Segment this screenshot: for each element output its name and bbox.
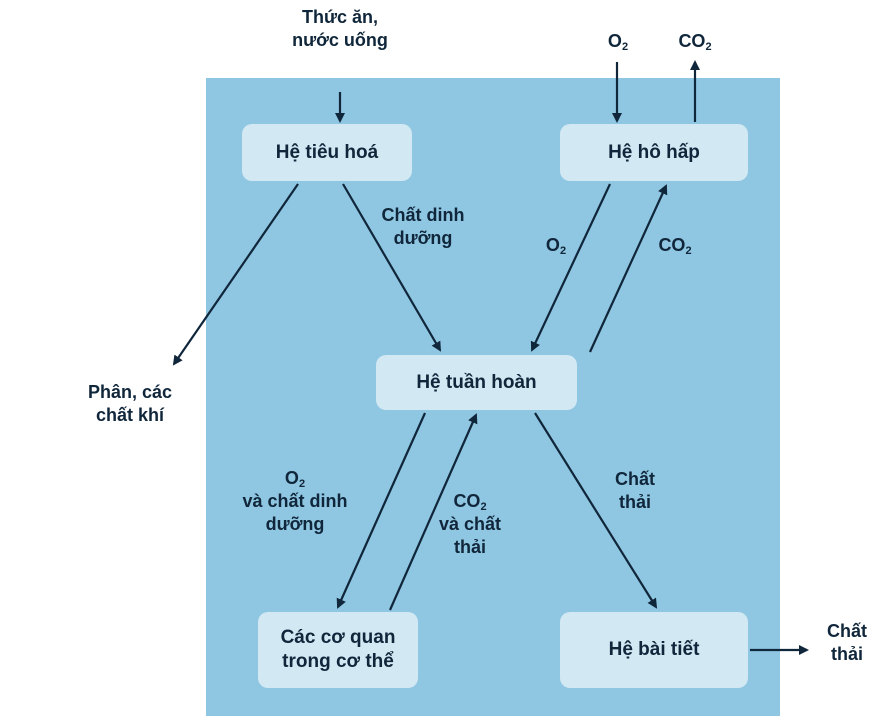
label-line: Phân, các <box>87 382 173 402</box>
box-label: Hệ tiêu hoá <box>275 141 379 163</box>
label-o2-respiratory: O2 <box>536 234 576 257</box>
label-sub: 2 <box>480 501 487 513</box>
arrow-digestive-to-circulatory <box>342 183 442 352</box>
box-label: Các cơ quan <box>280 627 396 648</box>
label-line: nước uống <box>292 30 388 50</box>
label-co2-respiratory: CO2 <box>645 234 705 257</box>
box-label: Hệ tuần hoàn <box>416 371 537 393</box>
label-text: CO <box>678 31 706 51</box>
label-text: O <box>284 468 299 488</box>
label-waste-out: Chất thải <box>812 620 882 666</box>
arrow-organs-to-circulatory <box>388 413 478 611</box>
label-line: Chất dinh <box>381 205 465 225</box>
label-o2-in: O2 <box>598 30 638 53</box>
label-text: CO <box>453 491 481 511</box>
label-sub: 2 <box>559 245 567 257</box>
label-line: và chất <box>438 514 502 534</box>
arrow-circulatory-to-excretory <box>534 412 658 609</box>
label-line: dưỡng <box>393 228 453 248</box>
label-text: O <box>607 31 622 51</box>
box-digestive-system: Hệ tiêu hoá <box>242 124 412 181</box>
label-sub: 2 <box>621 41 629 53</box>
box-label: Hệ hô hấp <box>608 141 700 163</box>
box-label: Hệ bài tiết <box>608 639 700 660</box>
label-sub: 2 <box>685 245 692 257</box>
label-line: chất khí <box>95 405 165 425</box>
label-waste-circulatory: Chất thải <box>600 468 670 514</box>
label-nutrients: Chất dinh dưỡng <box>368 204 478 250</box>
label-line: dưỡng <box>265 514 325 534</box>
label-line: và chất dinh <box>242 491 348 511</box>
box-label: trong cơ thể <box>282 651 394 672</box>
label-feces: Phân, các chất khí <box>60 381 200 427</box>
label-line: Chất <box>827 621 867 641</box>
label-line: thải <box>830 644 863 664</box>
label-line: thải <box>618 492 651 512</box>
label-food: Thức ăn, nước uống <box>270 6 410 52</box>
box-respiratory-system: Hệ hô hấp <box>560 124 748 181</box>
arrow-respiratory-to-circulatory <box>530 183 611 352</box>
label-line: thải <box>453 537 486 557</box>
label-co2-out: CO2 <box>665 30 725 53</box>
box-excretory-system: Hệ bài tiết <box>560 612 748 688</box>
arrow-circulatory-to-respiratory <box>588 184 668 353</box>
label-sub: 2 <box>298 478 306 490</box>
label-line: Thức ăn, <box>301 7 379 27</box>
label-line: Chất <box>615 469 655 489</box>
arrow-circulatory-to-organs <box>336 412 427 609</box>
label-text: CO <box>658 235 686 255</box>
arrow-digestive-to-feces <box>172 183 299 366</box>
label-text: O <box>545 235 560 255</box>
label-sub: 2 <box>705 41 712 53</box>
box-circulatory-system: Hệ tuần hoàn <box>376 355 577 410</box>
box-body-organs: Các cơ quan trong cơ thể <box>258 612 418 688</box>
